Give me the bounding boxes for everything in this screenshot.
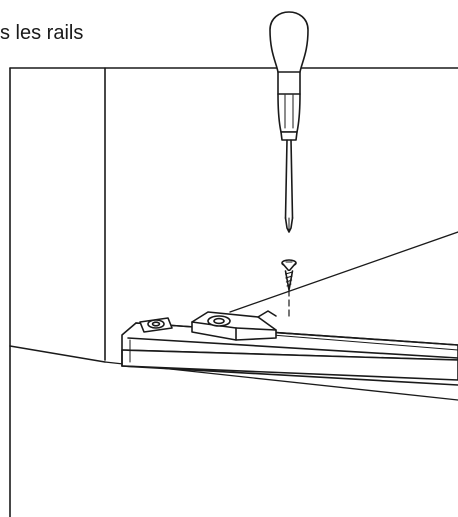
- instruction-caption: s les rails: [0, 22, 84, 44]
- rail-roller: [139, 317, 173, 333]
- rail-track: [121, 322, 458, 386]
- screwdriver-icon: [269, 11, 309, 233]
- side-panel: [9, 67, 106, 363]
- cabinet-frame: [9, 67, 458, 517]
- rail-bracket-icon: [191, 310, 277, 341]
- screw-icon: [281, 259, 297, 291]
